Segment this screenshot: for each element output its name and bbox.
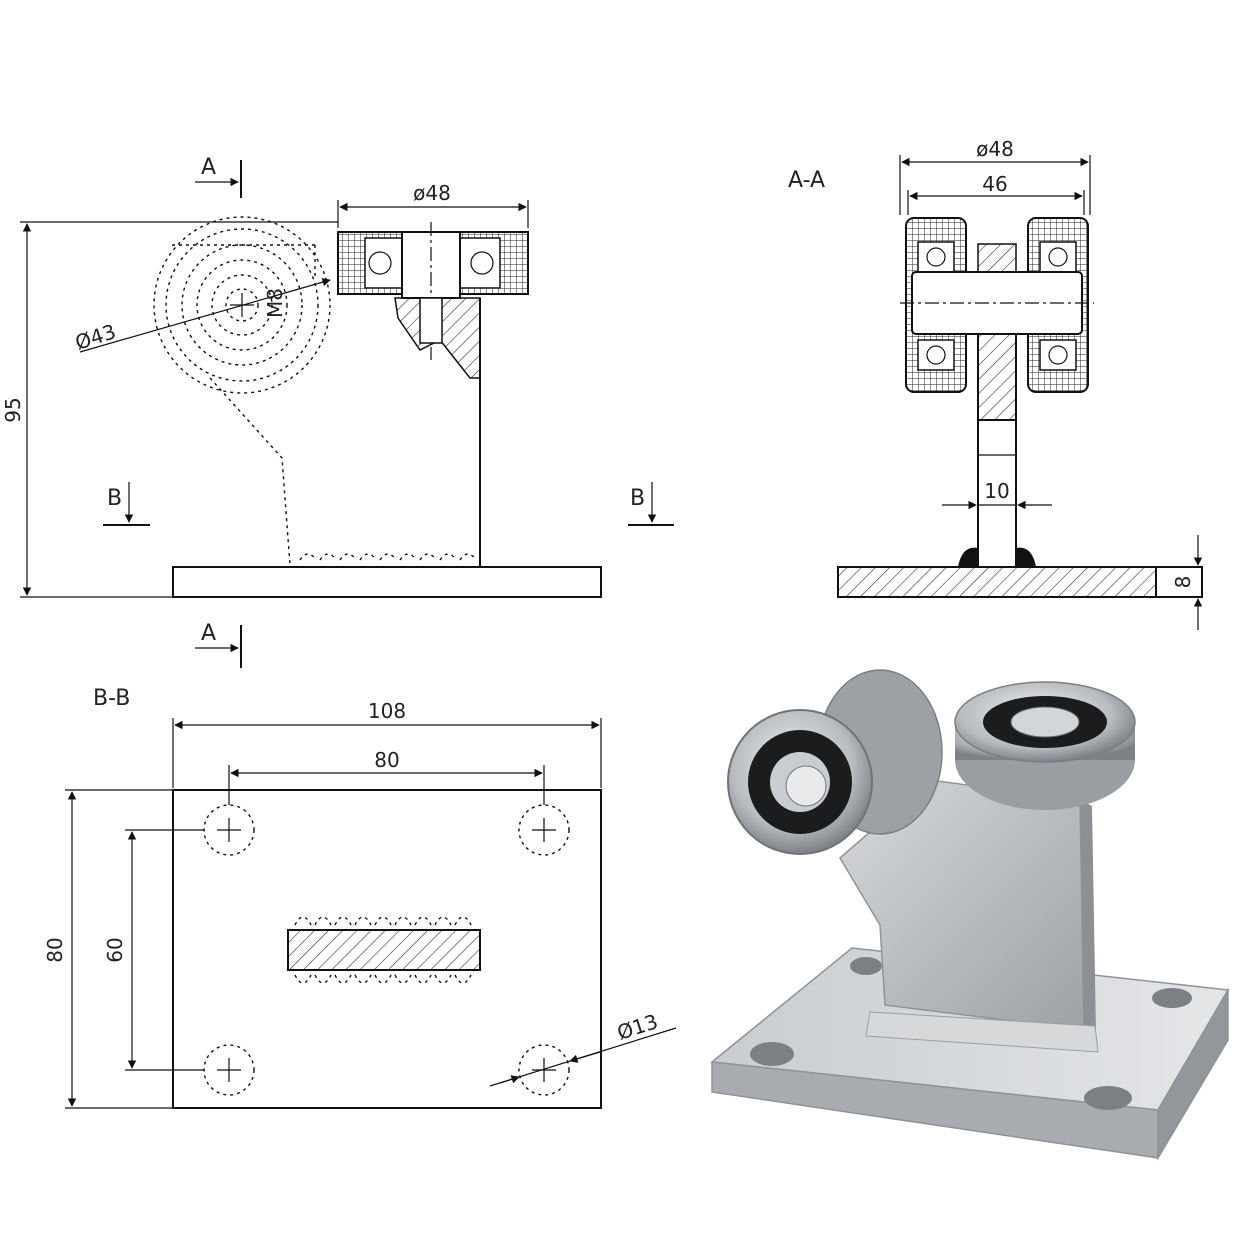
- bb-hole: [518, 1044, 570, 1096]
- dim-bb-pitch-x: 80: [228, 748, 545, 805]
- label-section-b-right: B: [630, 486, 645, 511]
- label-bb-pitch-y: 60: [103, 937, 127, 962]
- dim-front-pulley-dia: Ø43 M8: [72, 278, 331, 355]
- label-bb-length: 108: [368, 699, 406, 723]
- section-mark-b-right: B: [628, 482, 674, 526]
- label-aa-wheel-dia: ø48: [976, 137, 1014, 161]
- label-front-pulley-dia: Ø43: [72, 319, 119, 355]
- section-aa-view: A-A ø48: [788, 137, 1203, 630]
- bb-base-plate: [172, 789, 602, 1109]
- render-side-wheel: [727, 669, 943, 855]
- dim-aa-plate: 8: [1171, 535, 1203, 630]
- dim-bb-pitch-y: 60: [103, 829, 205, 1071]
- label-front-wheel-dia: ø48: [413, 181, 451, 205]
- section-mark-b-left: B: [103, 482, 150, 526]
- label-aa-width: 46: [982, 172, 1007, 196]
- dim-aa-web: 10: [942, 479, 1052, 510]
- dim-front-wheel-dia: ø48: [337, 181, 529, 228]
- dim-aa-width: 46: [907, 172, 1085, 215]
- product-render: [710, 669, 1230, 1161]
- dim-aa-wheel-dia: ø48: [899, 137, 1091, 215]
- label-section-a-bottom: A: [201, 621, 216, 646]
- label-section-b-left: B: [107, 486, 122, 511]
- section-bb-view: B-B 108 80: [43, 686, 677, 1109]
- dim-bb-width: 80: [43, 789, 173, 1109]
- title-section-aa: A-A: [788, 168, 825, 193]
- dim-front-height: 95: [1, 221, 338, 598]
- front-pulley: [153, 216, 331, 394]
- label-bb-pitch-x: 80: [374, 748, 399, 772]
- label-bb-width: 80: [43, 937, 67, 962]
- bb-hole: [518, 804, 570, 856]
- front-wheel-section: [337, 222, 529, 360]
- label-front-height: 95: [1, 397, 25, 422]
- section-mark-a-bottom: A: [195, 621, 242, 668]
- aa-base-plate: [837, 566, 1157, 598]
- front-view: ø48 Ø43 M8 95 A A B: [1, 155, 674, 668]
- section-mark-a-top: A: [195, 155, 242, 198]
- label-aa-plate: 8: [1171, 576, 1195, 589]
- render-top-wheel: [954, 681, 1136, 810]
- front-base-plate: [172, 566, 602, 598]
- label-bb-hole-dia: Ø13: [614, 1009, 661, 1045]
- label-front-hub: M8: [263, 288, 287, 318]
- dim-bb-hole-dia: Ø13: [489, 1009, 677, 1087]
- front-weld-bead: [299, 553, 477, 561]
- title-section-bb: B-B: [93, 686, 130, 711]
- bb-web-section: [287, 929, 481, 971]
- label-section-a-top: A: [201, 155, 216, 180]
- dim-bb-length: 108: [172, 699, 602, 788]
- label-aa-web: 10: [984, 479, 1009, 503]
- render-weld: [865, 1011, 1099, 1053]
